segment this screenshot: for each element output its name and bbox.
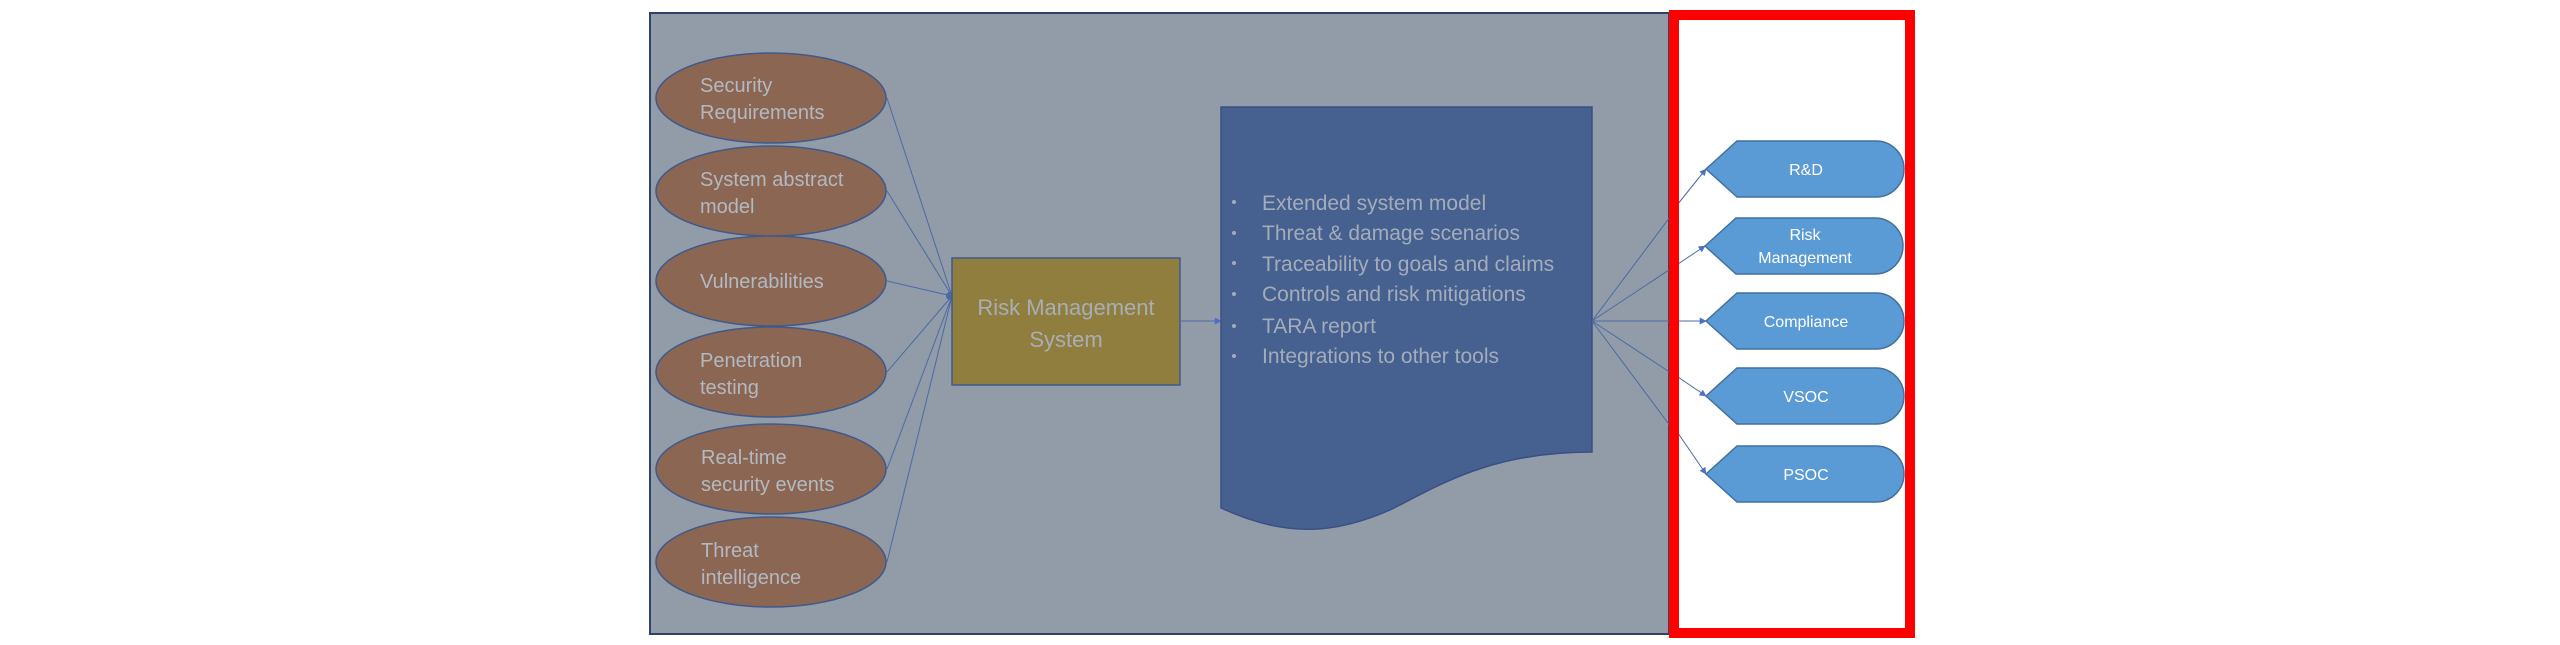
input-label-line2: testing [700,377,759,399]
input-label-line2: security events [701,474,834,496]
input-label-line1: Security [700,75,772,97]
input-penetration-testing: Penetration testing [655,326,887,418]
consumer-label: R&D [1789,162,1823,179]
document-item: TARA report [1262,315,1376,338]
input-label-line1: Real-time [701,447,787,469]
consumer-label: VSOC [1783,389,1828,406]
consumer-rnd: R&D [1704,140,1905,198]
input-system-abstract-model: System abstract model [655,145,887,237]
document-item: Extended system model [1262,192,1486,215]
input-label-line2: intelligence [701,567,801,589]
consumer-label: Compliance [1764,314,1849,331]
input-label-line1: Vulnerabilities [700,271,824,293]
highlight-frame [1669,10,1915,638]
consumer-compliance: Compliance [1704,292,1905,350]
input-real-time-security-events: Real-time security events [655,423,887,515]
consumer-psoc: PSOC [1704,445,1905,503]
document-bullet-list: Extended system model Threat & damage sc… [1232,192,1554,368]
input-security-requirements: Security Requirements [655,52,887,144]
system-label-line2: System [1029,327,1102,352]
input-label-line1: Threat [701,540,759,562]
document-item: Threat & damage scenarios [1262,222,1520,245]
consumer-risk-management: Risk Management [1703,217,1904,275]
input-label-line2: Requirements [700,102,825,124]
input-label-line1: System abstract [700,169,844,191]
document-item: Integrations to other tools [1262,345,1499,368]
outputs-document: Extended system model Threat & damage sc… [1220,106,1593,530]
input-label-line2: model [700,196,754,218]
consumer-label-line1: Risk [1789,227,1821,244]
system-label-line1: Risk Management [977,295,1154,320]
document-item: Controls and risk mitigations [1262,283,1526,306]
document-item: Traceability to goals and claims [1262,253,1554,276]
input-threat-intelligence: Threat intelligence [655,516,887,608]
consumer-label-line2: Management [1758,250,1852,267]
input-vulnerabilities: Vulnerabilities [655,235,887,327]
input-label-line1: Penetration [700,350,802,372]
risk-management-system-box: Risk Management System [951,257,1181,386]
consumer-label: PSOC [1783,467,1828,484]
consumer-vsoc: VSOC [1704,367,1905,425]
